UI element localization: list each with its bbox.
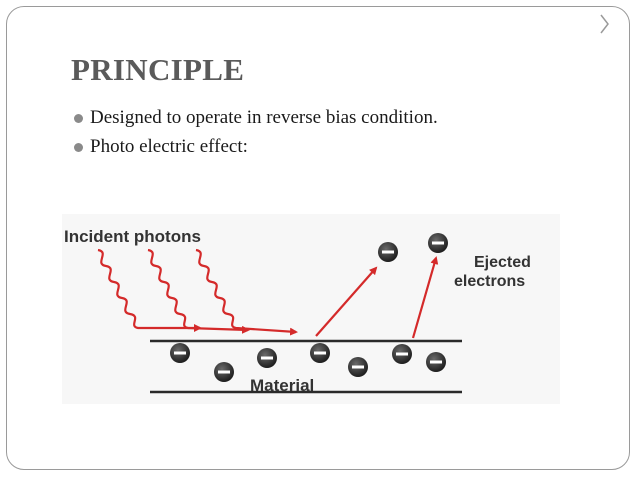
material-electron — [426, 352, 446, 372]
diagram-background — [62, 214, 560, 404]
material-electron — [392, 344, 412, 364]
bullet-dot-icon — [74, 114, 83, 123]
bullet-list: Designed to operate in reverse bias cond… — [74, 107, 438, 165]
slide-title: PRINCIPLE — [71, 52, 245, 87]
material-electron — [214, 362, 234, 382]
ejected-electron — [378, 242, 398, 262]
ejected-arrow-1 — [315, 266, 378, 337]
material-electron — [348, 357, 368, 377]
material-electron — [257, 348, 277, 368]
electrons-label: electrons — [454, 273, 525, 290]
photon-arrow-3 — [195, 248, 298, 336]
bullet-dot-icon — [74, 143, 83, 152]
photon-arrow-1 — [97, 248, 202, 332]
bullet-text: Photo electric effect: — [90, 136, 248, 157]
photoelectric-diagram: Incident photons Ejected electrons Mater… — [62, 214, 560, 404]
incident-photons-label: Incident photons — [64, 227, 201, 246]
ejected-arrow-2 — [411, 256, 439, 339]
material-electron — [170, 343, 190, 363]
bullet-item: Photo electric effect: — [74, 136, 438, 165]
ejected-label: Ejected — [474, 254, 531, 271]
photon-arrow-2 — [147, 248, 250, 334]
bullet-item: Designed to operate in reverse bias cond… — [74, 107, 438, 136]
material-electron — [310, 343, 330, 363]
material-label: Material — [250, 376, 314, 395]
ejected-electron — [428, 233, 448, 253]
slide-corner-mark — [600, 14, 609, 34]
bullet-text: Designed to operate in reverse bias cond… — [90, 107, 438, 128]
